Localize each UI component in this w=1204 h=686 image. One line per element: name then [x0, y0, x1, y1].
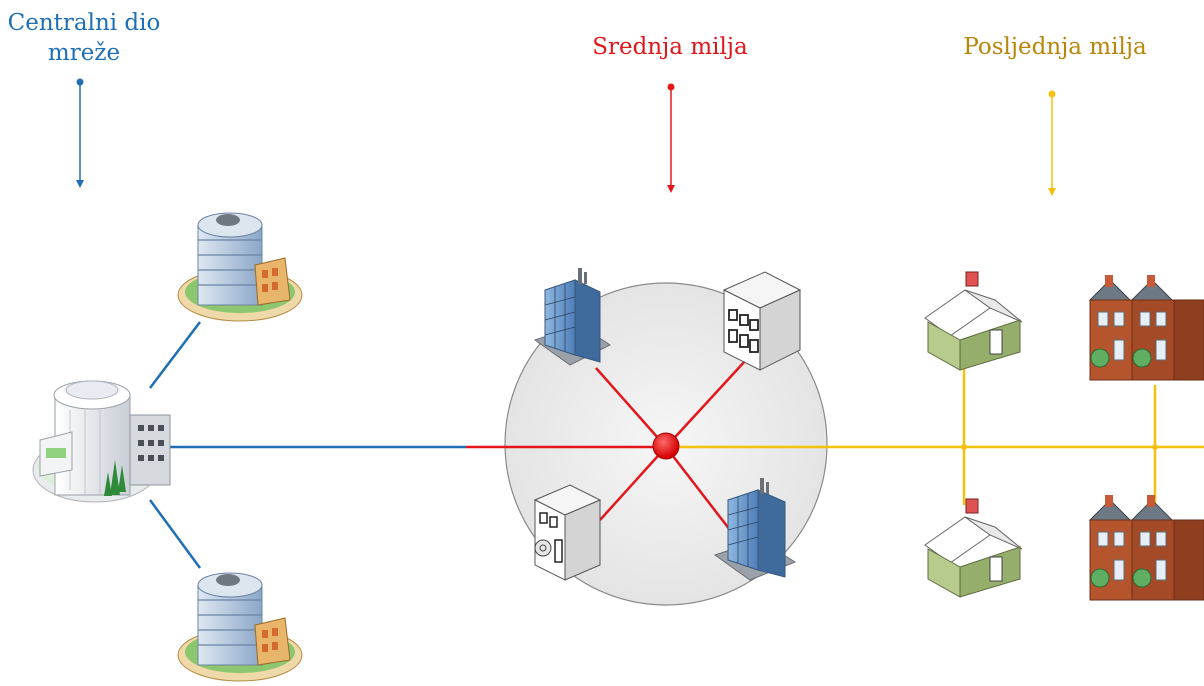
middle-mile-links	[466, 359, 747, 531]
core-network-label: Centralni dio mreže	[0, 8, 168, 68]
last-mile-arrow	[1048, 90, 1056, 196]
house-icon	[924, 271, 1023, 371]
middle-mile-arrow	[667, 83, 675, 193]
core-network-label-line1: Centralni dio	[7, 10, 161, 36]
last-mile-label: Posljednja milja	[963, 34, 1147, 60]
office-tower-icon	[177, 212, 303, 322]
core-network-label-line2: mreže	[47, 40, 121, 66]
core-arrow	[76, 78, 84, 188]
hub-node-icon	[652, 432, 680, 460]
row-houses-icon	[1088, 495, 1204, 601]
row-houses-icon	[1088, 275, 1204, 381]
last-mile-links	[666, 368, 1204, 505]
apartment-block-icon	[722, 271, 802, 371]
bank-building-icon	[533, 484, 602, 581]
middle-mile-label: Srednja milja	[592, 34, 748, 60]
glass-tower-icon	[713, 478, 797, 581]
glass-tower-icon	[533, 268, 611, 366]
house-icon	[924, 498, 1023, 598]
office-tower-icon	[177, 572, 303, 682]
headquarters-building-icon	[32, 380, 171, 503]
core-links	[148, 321, 466, 569]
